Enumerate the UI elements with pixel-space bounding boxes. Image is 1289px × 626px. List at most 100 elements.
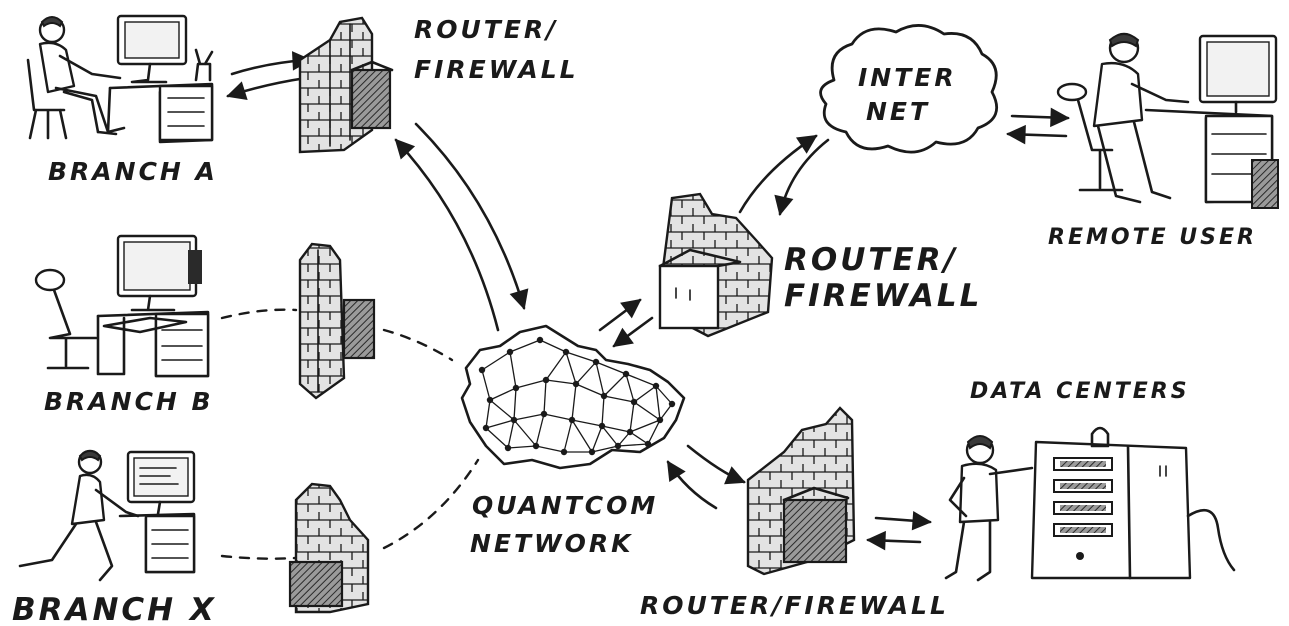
network-link bbox=[629, 419, 661, 433]
label-internet-line1: INTER bbox=[858, 63, 957, 92]
network-node bbox=[506, 348, 514, 356]
network-node bbox=[644, 440, 652, 448]
label-router-firewall-mid-line1: ROUTER/ bbox=[784, 242, 958, 278]
country-map-network-icon bbox=[460, 324, 686, 470]
person-icon bbox=[18, 449, 140, 582]
network-link bbox=[595, 361, 627, 375]
network-node bbox=[478, 366, 486, 374]
network-link bbox=[659, 403, 673, 421]
network-link bbox=[595, 361, 605, 397]
network-node bbox=[630, 398, 638, 406]
network-link bbox=[489, 399, 515, 421]
brick-wall-router-icon bbox=[288, 482, 370, 614]
network-link bbox=[507, 445, 537, 449]
network-node bbox=[536, 336, 544, 344]
network-node bbox=[592, 358, 600, 366]
network-node bbox=[652, 382, 660, 390]
network-link bbox=[633, 385, 657, 403]
network-node bbox=[668, 400, 676, 408]
network-node bbox=[532, 442, 540, 450]
network-link bbox=[545, 351, 567, 381]
desk-computer-icon bbox=[118, 450, 196, 574]
arrow-router-mid-to-internet bbox=[738, 134, 818, 214]
arrow-branch-a-to-router bbox=[230, 51, 312, 76]
arrow-router-to-network bbox=[414, 122, 529, 310]
network-node bbox=[614, 442, 622, 450]
arrow-remote-user-to-internet bbox=[1006, 124, 1068, 145]
network-link bbox=[535, 413, 545, 447]
label-branch-a: BRANCH A bbox=[48, 157, 218, 186]
network-link bbox=[507, 419, 515, 449]
network-node bbox=[540, 410, 548, 418]
network-link bbox=[513, 387, 517, 421]
network-link bbox=[655, 385, 673, 405]
network-link bbox=[591, 425, 603, 453]
network-node bbox=[626, 428, 634, 436]
person-icon bbox=[1092, 32, 1190, 204]
network-link bbox=[655, 385, 661, 421]
network-node bbox=[486, 396, 494, 404]
chair-icon bbox=[1056, 82, 1124, 192]
label-data-centers: DATA CENTERS bbox=[970, 379, 1190, 404]
dashed-firewall-x-to-network bbox=[382, 458, 480, 550]
network-link bbox=[539, 339, 567, 353]
remote-user-workstation bbox=[1056, 32, 1279, 209]
network-link bbox=[563, 419, 573, 453]
brick-wall-router-icon bbox=[298, 16, 394, 154]
brick-wall-router-icon bbox=[658, 192, 774, 338]
desk-computer-icon bbox=[106, 14, 214, 144]
server-rack-icon bbox=[1030, 426, 1236, 580]
label-branch-x: BRANCH X bbox=[12, 592, 217, 626]
network-link bbox=[571, 419, 603, 427]
network-node bbox=[598, 422, 606, 430]
network-link bbox=[485, 419, 515, 429]
network-node bbox=[656, 416, 664, 424]
branch-a-workstation bbox=[26, 14, 214, 144]
label-remote-user: REMOTE USER bbox=[1048, 225, 1257, 250]
arrow-router-to-data-centers bbox=[874, 510, 932, 531]
network-link bbox=[629, 401, 635, 433]
label-internet-line2: NET bbox=[866, 97, 930, 126]
network-link bbox=[591, 445, 619, 453]
network-link bbox=[601, 425, 619, 447]
network-link bbox=[489, 387, 517, 401]
brick-wall-router-icon bbox=[298, 242, 376, 400]
network-node bbox=[600, 392, 608, 400]
network-link bbox=[509, 339, 541, 353]
network-link bbox=[535, 445, 565, 453]
network-link bbox=[625, 373, 635, 403]
network-link bbox=[603, 395, 635, 403]
network-link bbox=[647, 419, 661, 445]
network-node bbox=[512, 384, 520, 392]
network-link bbox=[543, 413, 573, 421]
network-node bbox=[542, 376, 550, 384]
label-branch-b: BRANCH B bbox=[44, 387, 214, 416]
network-node bbox=[568, 416, 576, 424]
network-link bbox=[515, 379, 547, 389]
network-link bbox=[575, 383, 605, 397]
branch-b-workstation bbox=[34, 234, 210, 378]
network-node bbox=[510, 416, 518, 424]
person-icon bbox=[26, 16, 126, 140]
label-router-firewall-mid-line2: FIREWALL bbox=[784, 278, 982, 314]
network-link bbox=[481, 369, 491, 401]
dashed-branch-b-to-firewall bbox=[220, 308, 298, 320]
network-link bbox=[601, 425, 631, 433]
arrow-network-to-router-mid bbox=[598, 298, 642, 332]
network-node bbox=[572, 380, 580, 388]
network-link bbox=[629, 431, 649, 445]
network-node bbox=[560, 448, 568, 456]
dashed-branch-x-to-firewall bbox=[220, 554, 298, 560]
network-link bbox=[485, 427, 509, 449]
network-link bbox=[513, 413, 545, 421]
network-link bbox=[565, 351, 597, 363]
network-link bbox=[603, 373, 627, 397]
network-link bbox=[565, 351, 577, 385]
desk-computer-icon bbox=[1144, 34, 1279, 209]
network-link bbox=[481, 351, 511, 371]
network-link bbox=[633, 401, 661, 421]
label-network-line2: NETWORK bbox=[470, 529, 634, 558]
data-centers-servers bbox=[944, 426, 1236, 582]
network-link bbox=[617, 443, 649, 447]
